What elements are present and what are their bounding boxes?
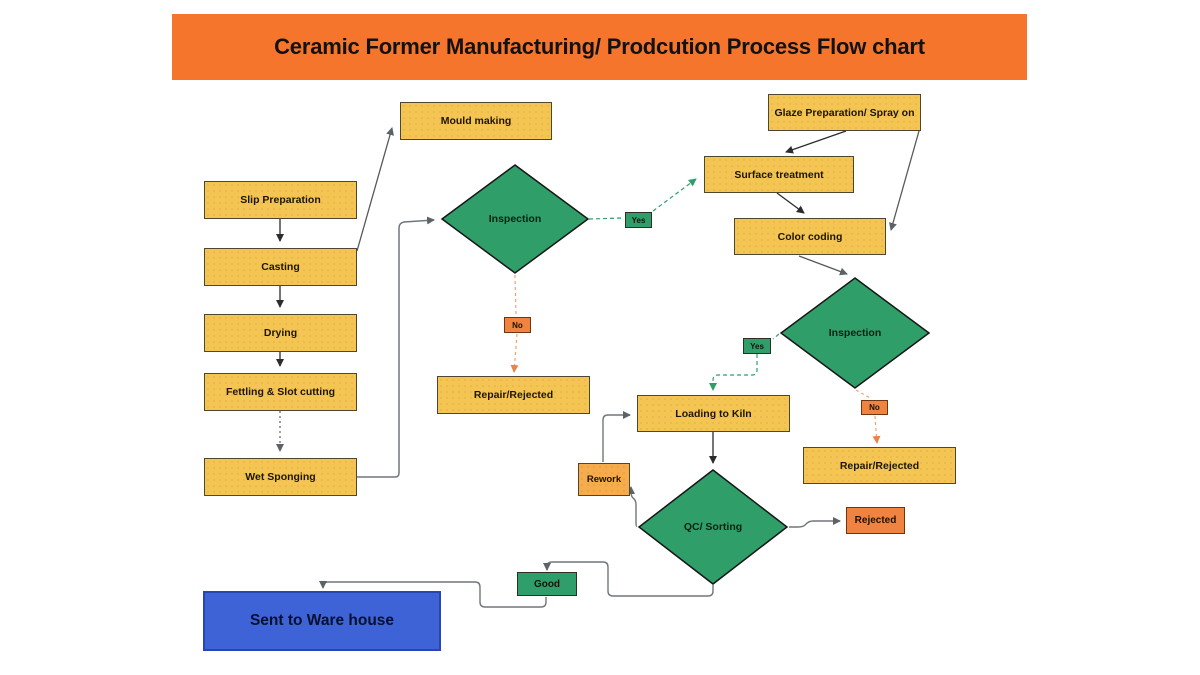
edge-casting-to-mould-making [356, 127, 394, 252]
node-slip-preparation: Slip Preparation [204, 181, 357, 219]
label-qc-sorting: QC/ Sorting [683, 521, 743, 533]
chip-no-1: No [504, 317, 531, 333]
edge-glaze-to-color-coding [889, 130, 920, 231]
edge-rework-to-loading-kiln [602, 411, 631, 462]
node-mould-making: Mould making [400, 102, 552, 140]
edge-color-coding-to-inspection2 [798, 255, 848, 276]
edge-yes1-to-surface-treatment [652, 178, 697, 212]
node-wet-sponging: Wet Sponging [204, 458, 357, 496]
node-surface-treatment: Surface treatment [704, 156, 854, 193]
edge-glaze-to-surface-treatment [785, 130, 847, 154]
edge-inspection2-to-no2 [855, 389, 871, 399]
edge-wet-sponging-to-inspection1 [357, 216, 435, 478]
edge-qc-to-rework [627, 486, 638, 527]
chip-good: Good [517, 572, 577, 596]
node-repair-rejected-1: Repair/Rejected [437, 376, 590, 414]
node-rework: Rework [578, 463, 630, 496]
node-glaze-preparation: Glaze Preparation/ Spray on [768, 94, 921, 131]
chip-rejected: Rejected [846, 507, 905, 534]
node-fettling-slot-cutting: Fettling & Slot cutting [204, 373, 357, 411]
node-color-coding: Color coding [734, 218, 886, 255]
edge-inspection1-to-yes1 [588, 217, 623, 220]
label-inspection-2: Inspection [828, 327, 882, 339]
edge-qc-to-rejected [789, 517, 841, 528]
chip-yes-2: Yes [743, 338, 771, 354]
edge-no1-to-repair1 [510, 333, 519, 373]
node-drying: Drying [204, 314, 357, 352]
node-repair-rejected-2: Repair/Rejected [803, 447, 956, 484]
chip-yes-1: Yes [625, 212, 652, 228]
node-casting: Casting [204, 248, 357, 286]
edge-inspection1-to-no1 [514, 274, 517, 316]
chip-no-2: No [861, 400, 888, 415]
edge-yes2-to-loading-kiln [709, 354, 758, 391]
label-inspection-1: Inspection [488, 213, 542, 225]
node-loading-to-kiln: Loading to Kiln [637, 395, 790, 432]
page-title: Ceramic Former Manufacturing/ Prodcution… [172, 14, 1027, 80]
edge-no2-to-repair2 [872, 415, 881, 444]
edge-surface-to-color-coding [776, 192, 805, 214]
edge-inspection2-to-yes2 [772, 333, 780, 340]
node-sent-to-warehouse: Sent to Ware house [203, 591, 441, 651]
